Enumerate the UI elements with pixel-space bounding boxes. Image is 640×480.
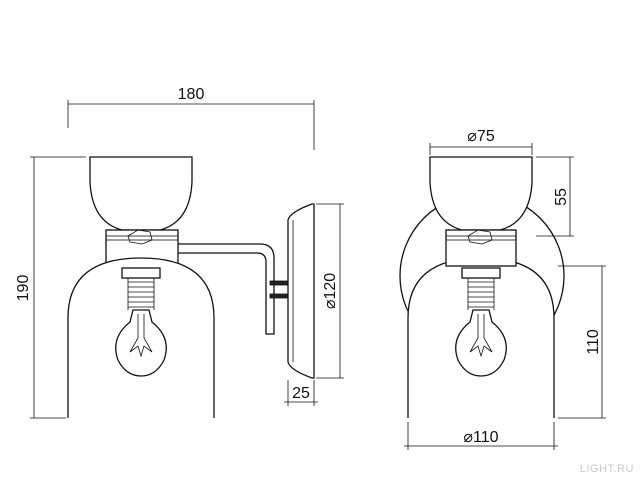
dim-width-total: 180 bbox=[178, 86, 205, 103]
dim-shade-diameter: ⌀110 bbox=[463, 429, 498, 446]
dim-shade-height: 110 bbox=[585, 329, 602, 355]
front-lampholder-cap bbox=[461, 267, 501, 279]
dim-cup-height: 55 bbox=[553, 188, 570, 206]
side-arm-bolt-upper bbox=[269, 280, 289, 286]
side-top-cup bbox=[89, 156, 193, 231]
dim-cup-diameter: ⌀75 bbox=[467, 128, 495, 145]
dim-backplate-diameter: ⌀120 bbox=[322, 273, 339, 309]
front-neck bbox=[445, 229, 517, 267]
front-top-cup bbox=[429, 156, 533, 231]
front-bulb bbox=[455, 309, 507, 377]
side-neck-band bbox=[105, 235, 179, 241]
watermark: LIGHT.RU bbox=[580, 463, 634, 475]
side-backplate bbox=[287, 203, 315, 379]
side-clamp bbox=[127, 229, 153, 245]
front-bulb-filament bbox=[469, 314, 493, 358]
front-view: ⌀75 55 110 ⌀110 bbox=[399, 128, 606, 450]
dim-height-total: 190 bbox=[15, 275, 32, 302]
front-clamp bbox=[467, 229, 493, 245]
side-arm-bolt-lower bbox=[269, 293, 289, 299]
side-bulb-filament bbox=[129, 314, 153, 358]
side-bulb bbox=[115, 309, 167, 377]
side-lampholder-cap bbox=[121, 267, 161, 279]
side-view: 180 190 ⌀120 25 bbox=[15, 86, 344, 419]
side-arm bbox=[178, 243, 275, 335]
front-lampholder-threads bbox=[467, 278, 495, 310]
dim-backplate-depth: 25 bbox=[292, 385, 310, 402]
front-neck-band bbox=[445, 235, 517, 241]
side-lampholder-threads bbox=[127, 278, 155, 310]
